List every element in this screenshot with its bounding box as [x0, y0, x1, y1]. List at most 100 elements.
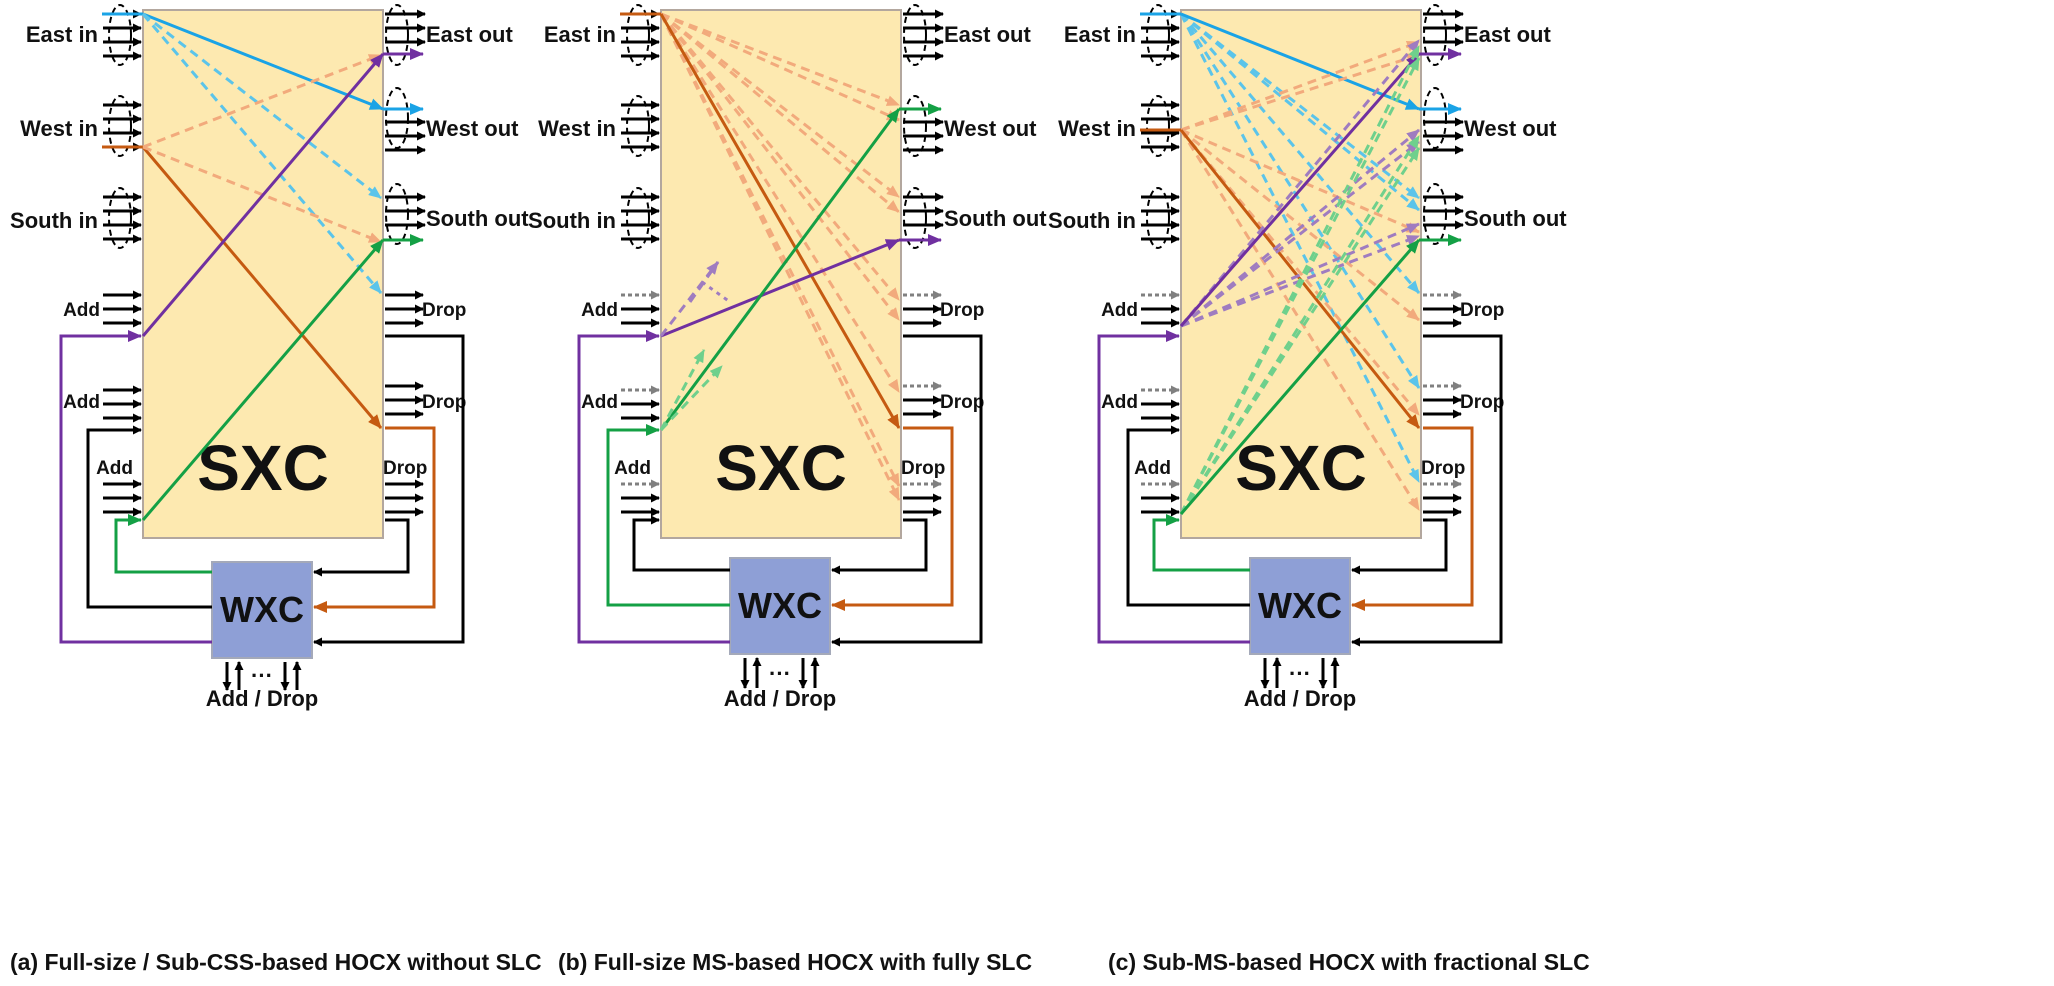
drop-group-1: Drop [1423, 290, 1504, 328]
loop-green [114, 514, 212, 574]
input-west: West in [1058, 95, 1180, 157]
wxc-block [211, 561, 313, 659]
bottom-add-drop-label: Add / Drop [206, 686, 318, 711]
input-east: East in [26, 4, 142, 66]
wxc-label: WXC [1258, 585, 1342, 626]
drop-label-3: Drop [383, 458, 427, 479]
add-label-2: Add [1101, 392, 1138, 413]
loop-green [1152, 514, 1250, 572]
loop-orange [1351, 426, 1474, 611]
bottom-add-drop-arrows: ··· [1260, 657, 1340, 689]
add-label-3: Add [614, 458, 651, 479]
drop-label-3: Drop [1421, 458, 1465, 479]
input-south: South in [528, 187, 660, 249]
sxc-label: SXC [1235, 432, 1367, 504]
output-label-west: West out [1464, 116, 1557, 141]
add-group-2: Add [63, 385, 142, 423]
sxc-label: SXC [715, 432, 847, 504]
input-west: West in [538, 95, 660, 157]
caption: (a) Full-size / Sub-CSS-based HOCX witho… [10, 949, 542, 975]
loop-purple [577, 330, 730, 644]
input-east: East in [1064, 4, 1180, 66]
add-group-1: Add [581, 290, 660, 328]
bottom-add-drop-label: Add / Drop [1244, 686, 1356, 711]
wxc-block [1249, 557, 1351, 655]
wxc-label: WXC [738, 585, 822, 626]
drop-label-2: Drop [940, 392, 984, 413]
add-group-3: Add [1134, 458, 1180, 517]
ellipsis: ··· [251, 663, 273, 688]
add-label-3: Add [1134, 458, 1171, 479]
drop-group-2: Drop [1423, 381, 1504, 419]
loop-black-1 [313, 334, 465, 647]
input-label-south: South in [10, 208, 98, 233]
drop-group-1: Drop [903, 290, 984, 328]
input-label-east: East in [26, 22, 98, 47]
add-group-3: Add [614, 458, 660, 517]
add-label-2: Add [581, 392, 618, 413]
caption: (b) Full-size MS-based HOCX with fully S… [558, 949, 1032, 975]
add-label-1: Add [63, 300, 100, 321]
connections [620, 12, 942, 501]
add-label-3: Add [96, 458, 133, 479]
loop-black-3 [86, 425, 212, 609]
output-south: South out [385, 183, 529, 245]
loop-green [606, 424, 730, 607]
connections [1140, 12, 1462, 515]
output-east: East out [1423, 4, 1551, 66]
add-label-1: Add [1101, 300, 1138, 321]
wxc-block [729, 557, 831, 655]
loop-orange [831, 426, 954, 611]
drop-label-1: Drop [422, 300, 466, 321]
sxc-label: SXC [197, 432, 329, 504]
drop-group-2: Drop [903, 381, 984, 419]
output-west: West out [385, 87, 519, 155]
drop-label-2: Drop [422, 392, 466, 413]
output-label-west: West out [944, 116, 1037, 141]
add-group-2: Add [581, 385, 660, 423]
output-label-east: East out [426, 22, 513, 47]
panel-b: SXC East in West in South in [528, 4, 1047, 975]
loop-black-3 [1126, 425, 1250, 607]
input-label-west: West in [1058, 116, 1136, 141]
output-east: East out [903, 4, 1031, 66]
add-group-3: Add [96, 458, 142, 517]
ellipsis: ··· [769, 661, 791, 686]
drop-group-3: Drop [901, 458, 945, 517]
input-label-south: South in [528, 208, 616, 233]
add-group-1: Add [63, 290, 142, 328]
loop-black-2 [313, 518, 410, 577]
input-label-west: West in [20, 116, 98, 141]
loop-orange [313, 426, 436, 613]
drop-group-1: Drop [385, 290, 466, 328]
bottom-add-drop-arrows: ··· [222, 661, 302, 691]
bottom-add-drop-label: Add / Drop [724, 686, 836, 711]
input-label-west: West in [538, 116, 616, 141]
drop-label-2: Drop [1460, 392, 1504, 413]
loop-black-3 [632, 515, 730, 572]
input-east: East in [544, 4, 660, 66]
output-label-east: East out [944, 22, 1031, 47]
input-south: South in [1048, 187, 1180, 249]
add-group-2: Add [1101, 385, 1180, 423]
output-label-west: West out [426, 116, 519, 141]
drop-label-3: Drop [901, 458, 945, 479]
drop-label-1: Drop [940, 300, 984, 321]
wxc-label: WXC [220, 589, 304, 630]
loop-purple [59, 330, 212, 644]
input-label-east: East in [1064, 22, 1136, 47]
drop-label-1: Drop [1460, 300, 1504, 321]
output-south: South out [903, 187, 1047, 249]
output-east: East out [385, 4, 513, 66]
drop-group-2: Drop [385, 381, 466, 419]
connections [102, 12, 424, 521]
output-west: West out [1423, 87, 1557, 155]
bottom-add-drop-arrows: ··· [740, 657, 820, 689]
panel-a: SXC East in West in South in [10, 4, 542, 975]
caption: (c) Sub-MS-based HOCX with fractional SL… [1108, 949, 1590, 975]
output-label-south: South out [944, 206, 1047, 231]
output-label-south: South out [426, 206, 529, 231]
loop-black-1 [1351, 334, 1503, 647]
input-label-east: East in [544, 22, 616, 47]
panel-c: SXC East in West in South in [1048, 4, 1590, 975]
